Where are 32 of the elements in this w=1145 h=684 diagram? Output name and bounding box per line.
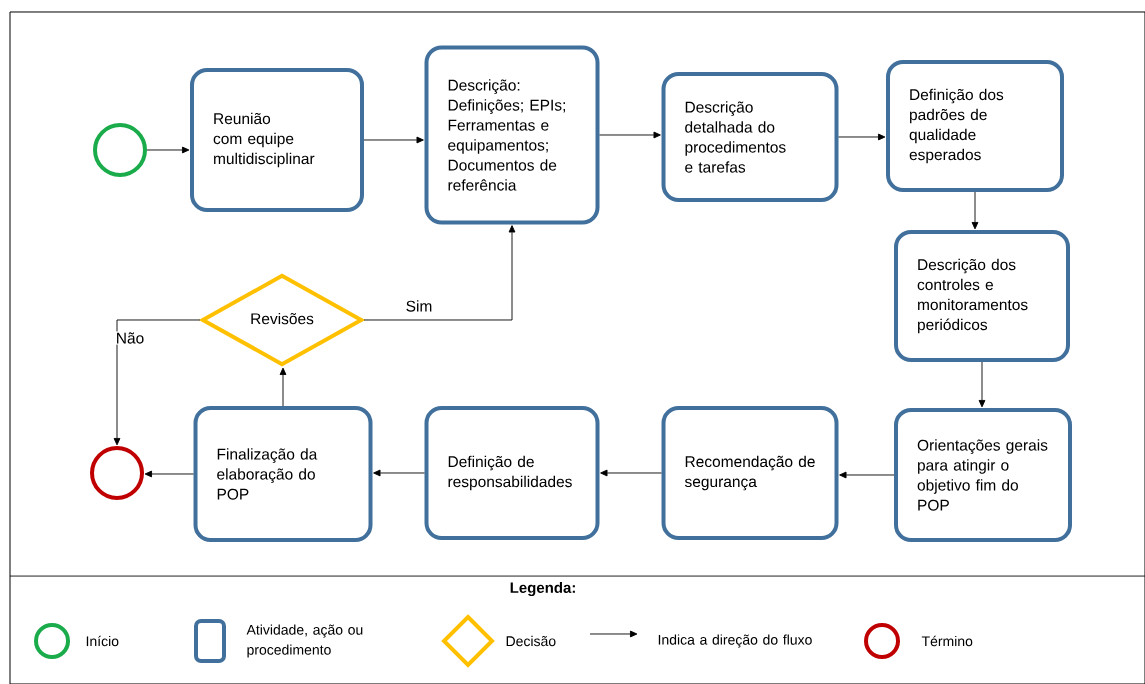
legend-title: Legenda: [510,581,575,596]
process-box: Definição de responsabilidades [424,406,600,540]
process-box: Recomendação de segurança [661,406,839,540]
legend-text: Término [921,635,973,647]
process-box: Finalização da elaboração do POP [193,406,373,542]
start-circle [93,123,147,177]
arrow [144,470,194,478]
arrow [146,146,190,154]
legend-text: Início [86,635,119,647]
arrow [279,367,287,407]
arrow [373,469,425,477]
legend-text: Indica a direção do fluxo [658,634,812,648]
arrow [599,131,661,139]
process-box: Reunião com equipe multidisciplinar [190,68,364,212]
arrow [113,319,201,446]
arrow [363,136,424,144]
legend-text: Decisão [506,635,556,647]
end-circle [90,446,144,500]
arrow [978,361,986,408]
arrow [838,133,886,141]
process-box: Orientações gerais para atingir o objetivo fim do POP [894,408,1072,542]
arrow [363,225,516,321]
edge-label: Sim [404,299,434,313]
process-box: Definição dos padrões de qualidade esperados [886,60,1064,192]
arrow [839,471,895,479]
edge-label: Não [114,331,146,345]
legend-text: Atividade, ação ou procedimento [246,624,363,658]
arrow [971,191,979,230]
process-box: Descrição detalhada do procedimentos e tarefas [661,72,839,202]
process-box: Descrição: Definições; EPIs; Ferramentas e equipamentos; Documentos de referência [424,45,600,225]
arrow [600,469,662,477]
process-box: Descrição dos controles e monitoramentos periódicos [894,230,1070,362]
